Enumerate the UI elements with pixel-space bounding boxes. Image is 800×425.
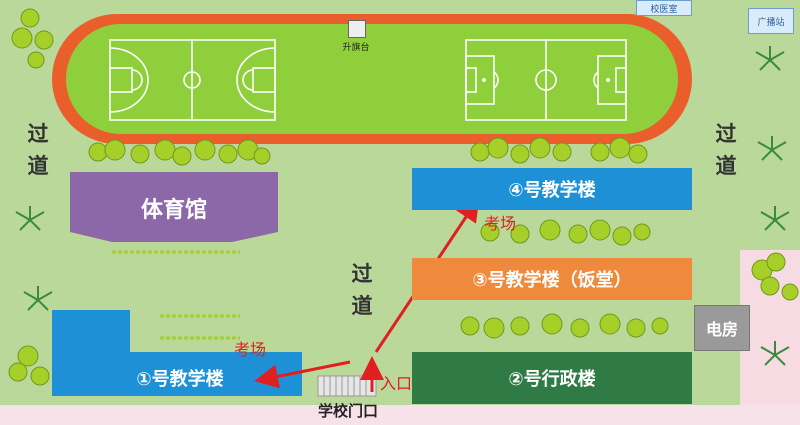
soccer-field [465, 39, 627, 121]
building2: ②号行政楼 [412, 352, 692, 404]
building4: ④号教学楼 [412, 168, 692, 210]
entrance-label: 入口 [380, 374, 413, 393]
passage-center: 过道 [351, 262, 373, 318]
gym-label: 体育馆 [140, 198, 207, 223]
passage-left: 过道 [27, 122, 49, 178]
trees [8, 8, 799, 386]
building1-shape [52, 310, 302, 396]
pink-ground-bottom [0, 405, 800, 425]
exam-room-label-1: 考场 [234, 340, 267, 359]
gym-shape [70, 172, 278, 242]
school-gate-label: 学校门口 [318, 402, 379, 420]
field-grass [66, 24, 678, 134]
passage-right: 过道 [715, 122, 737, 178]
exam-room-label-4: 考场 [484, 214, 517, 233]
school-gate-stripes [317, 375, 377, 397]
broadcast-label: 广播站 [748, 8, 794, 34]
clinic-label: 校医室 [636, 0, 692, 16]
power-room: 电房 [694, 305, 750, 351]
arrow-to-building1 [254, 360, 351, 389]
building1-label: ①号教学楼 [136, 369, 224, 390]
flag-platform-label: 升旗台 [342, 43, 370, 53]
basketball-court [109, 39, 276, 121]
flag-platform-icon [348, 20, 366, 38]
building3: ③号教学楼（饭堂） [412, 258, 692, 300]
